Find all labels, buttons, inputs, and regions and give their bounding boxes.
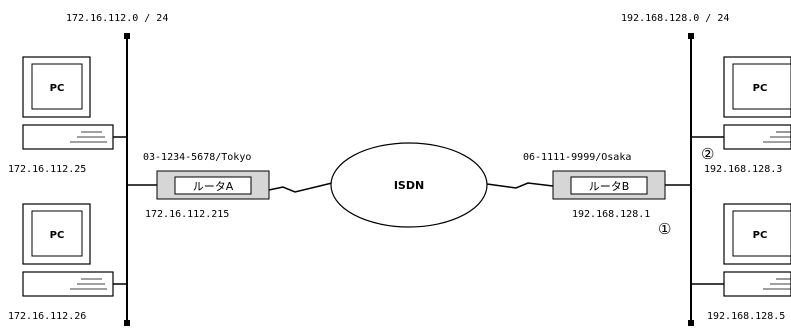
router-a-ip: 172.16.112.215: [145, 209, 229, 220]
left-pc-top-ip: 172.16.112.25: [8, 164, 86, 175]
left-pc-top-label: PC: [50, 83, 65, 94]
right-pc-top-label: PC: [753, 83, 768, 94]
left-pc-bottom-label: PC: [50, 230, 65, 241]
right-lan-bus: [688, 33, 694, 326]
isdn-cloud: ISDN: [330, 142, 488, 228]
left-lan-bus: [124, 33, 130, 326]
isdn-link-right: [486, 182, 554, 189]
left-subnet-label: 172.16.112.0 / 24: [66, 13, 168, 24]
router-b-marker: ①: [658, 220, 671, 238]
right-pc-bottom-ip: 192.168.128.5: [707, 311, 785, 322]
isdn-link-left: [268, 182, 333, 193]
router-b-phone: 06-1111-9999/Osaka: [523, 152, 631, 163]
right-pc-bottom-label: PC: [753, 230, 768, 241]
left-pc-bottom: PC: [22, 203, 127, 297]
router-b: ルータB: [552, 170, 666, 200]
router-a-phone: 03-1234-5678/Tokyo: [143, 152, 251, 163]
right-pc-top: PC: [691, 56, 791, 150]
right-pc-bottom: PC: [691, 203, 791, 297]
router-a: ルータA: [156, 170, 270, 200]
router-b-ip: 192.168.128.1: [572, 209, 650, 220]
right-pc-top-marker: ②: [701, 145, 714, 163]
left-pc-bottom-ip: 172.16.112.26: [8, 311, 86, 322]
isdn-label: ISDN: [394, 179, 424, 192]
right-pc-top-ip: 192.168.128.3: [704, 164, 782, 175]
router-b-label: ルータB: [589, 180, 630, 193]
left-pc-top: PC: [22, 56, 127, 150]
router-a-label: ルータA: [193, 180, 234, 193]
right-subnet-label: 192.168.128.0 / 24: [621, 13, 729, 24]
